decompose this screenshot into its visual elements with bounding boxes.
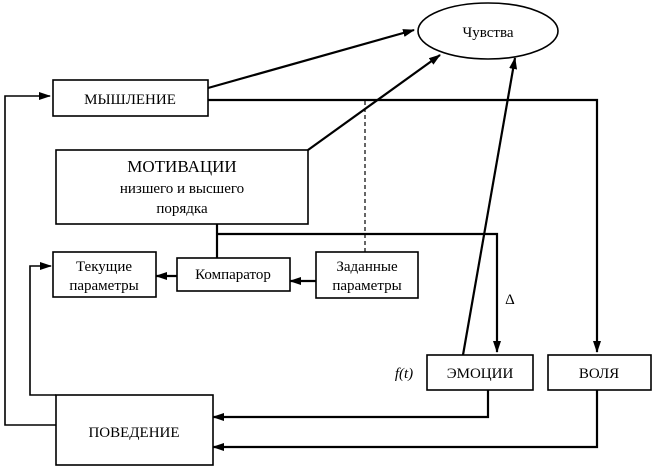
target-params-line2: параметры bbox=[332, 278, 401, 294]
current-params-line1: Текущие bbox=[76, 259, 132, 275]
target-params-line1: Заданные bbox=[336, 259, 398, 275]
arrow-motivation-to-feelings bbox=[307, 54, 441, 151]
arrow-comparator-to-emotions bbox=[217, 232, 501, 353]
arrow-thinking-to-feelings bbox=[207, 28, 415, 90]
arrow-behavior-to-current bbox=[29, 262, 56, 396]
node-comparator: Компаратор bbox=[176, 257, 291, 292]
behavior-label: ПОВЕДЕНИЕ bbox=[88, 425, 179, 441]
node-feelings: Чувства bbox=[417, 2, 559, 60]
emotions-label: ЭМОЦИИ bbox=[447, 366, 514, 382]
node-target-params: Заданные параметры bbox=[315, 251, 419, 299]
node-behavior: ПОВЕДЕНИЕ bbox=[55, 394, 214, 466]
node-thinking: МЫШЛЕНИЕ bbox=[52, 79, 209, 117]
current-params-line2: параметры bbox=[69, 278, 138, 294]
node-motivation: МОТИВАЦИИ низшего и высшего порядка bbox=[55, 149, 309, 225]
arrow-behavior-to-thinking bbox=[4, 92, 56, 426]
f-of-t-label: f(t) bbox=[395, 366, 413, 382]
thinking-label: МЫШЛЕНИЕ bbox=[84, 92, 176, 108]
connections bbox=[4, 28, 601, 451]
node-emotions: ЭМОЦИИ bbox=[426, 354, 534, 391]
delta-label: Δ bbox=[505, 292, 515, 308]
arrow-will-to-behavior bbox=[212, 390, 599, 451]
comparator-label: Компаратор bbox=[195, 267, 271, 283]
arrow-emotions-to-behavior bbox=[212, 390, 490, 421]
motivation-line3: порядка bbox=[156, 201, 208, 217]
node-will: ВОЛЯ bbox=[547, 354, 652, 391]
motivation-title: МОТИВАЦИИ bbox=[127, 157, 236, 176]
node-current-params: Текущие параметры bbox=[52, 251, 157, 298]
arrow-thinking-to-will bbox=[208, 98, 601, 353]
feelings-label: Чувства bbox=[463, 25, 514, 41]
will-label: ВОЛЯ bbox=[579, 366, 619, 382]
motivation-line2: низшего и высшего bbox=[120, 181, 244, 197]
arrow-emotions-to-feelings bbox=[461, 57, 518, 356]
